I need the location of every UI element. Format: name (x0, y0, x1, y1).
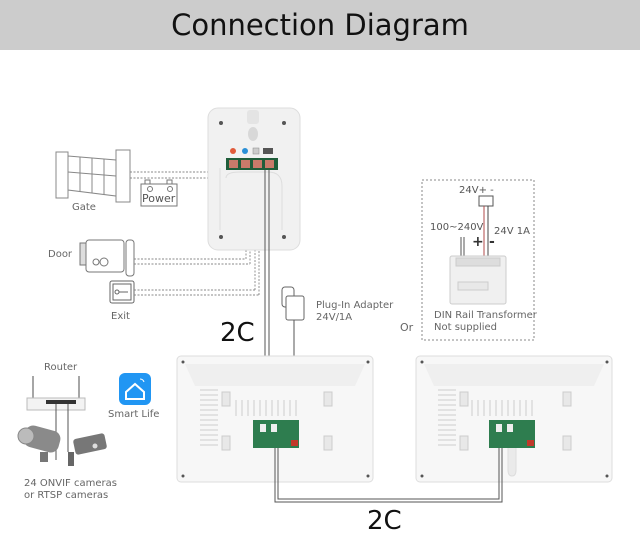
diagram-title: Connection Diagram (171, 8, 469, 42)
monitor-link-wire-label: 2C (367, 506, 402, 536)
smart-life-label: Smart Life (108, 409, 160, 420)
plug-adapter-label: Plug-In Adapter 24V/1A (316, 300, 393, 324)
outdoor-station (207, 107, 301, 251)
blue-port-icon (242, 148, 248, 154)
din-rail-box (421, 179, 535, 341)
power-icon (140, 179, 178, 207)
exit-label: Exit (111, 311, 130, 322)
gate-label: Gate (72, 202, 96, 213)
din-minus-label: - (489, 234, 495, 250)
power-label: Power (142, 192, 176, 205)
din-transformer-icon (449, 255, 507, 305)
or-label: Or (400, 321, 414, 334)
gate-icon (55, 149, 131, 203)
plug-adapter-line1: Plug-In Adapter (316, 300, 394, 311)
smart-life-app-icon (119, 373, 151, 405)
exit-button-icon (109, 280, 135, 304)
plug-adapter-line2: 24V/1A (316, 312, 353, 323)
outdoor-wire-label: 2C (220, 318, 255, 348)
din-input-label: 100~240V (430, 222, 484, 233)
router-icon (26, 376, 86, 460)
camera-icon-1 (17, 425, 61, 462)
din-transformer-line1: DIN Rail Transformer (434, 310, 537, 321)
din-plus-label: + (472, 234, 484, 250)
indoor-monitor-1 (176, 355, 374, 483)
cameras-label: 24 ONVIF cameras or RTSP cameras (24, 478, 117, 502)
door-lock-icon (79, 239, 135, 277)
router-label: Router (44, 362, 78, 373)
cameras-line1: 24 ONVIF cameras (24, 478, 117, 489)
indoor-monitor-2 (415, 355, 613, 483)
din-output-label: 24V+ - (459, 185, 494, 196)
red-port-icon (230, 148, 236, 154)
monitor-link-2c-wire (274, 448, 503, 503)
din-transformer-line2: Not supplied (434, 322, 497, 333)
cameras-line2: or RTSP cameras (24, 490, 109, 501)
din-rating-label: 24V 1A (494, 226, 530, 237)
door-label: Door (48, 249, 73, 260)
title-bar: Connection Diagram (0, 0, 640, 50)
output-connector-icon (478, 195, 494, 207)
camera-icon-2 (68, 433, 107, 466)
din-transformer-label: DIN Rail Transformer Not supplied (434, 310, 537, 334)
